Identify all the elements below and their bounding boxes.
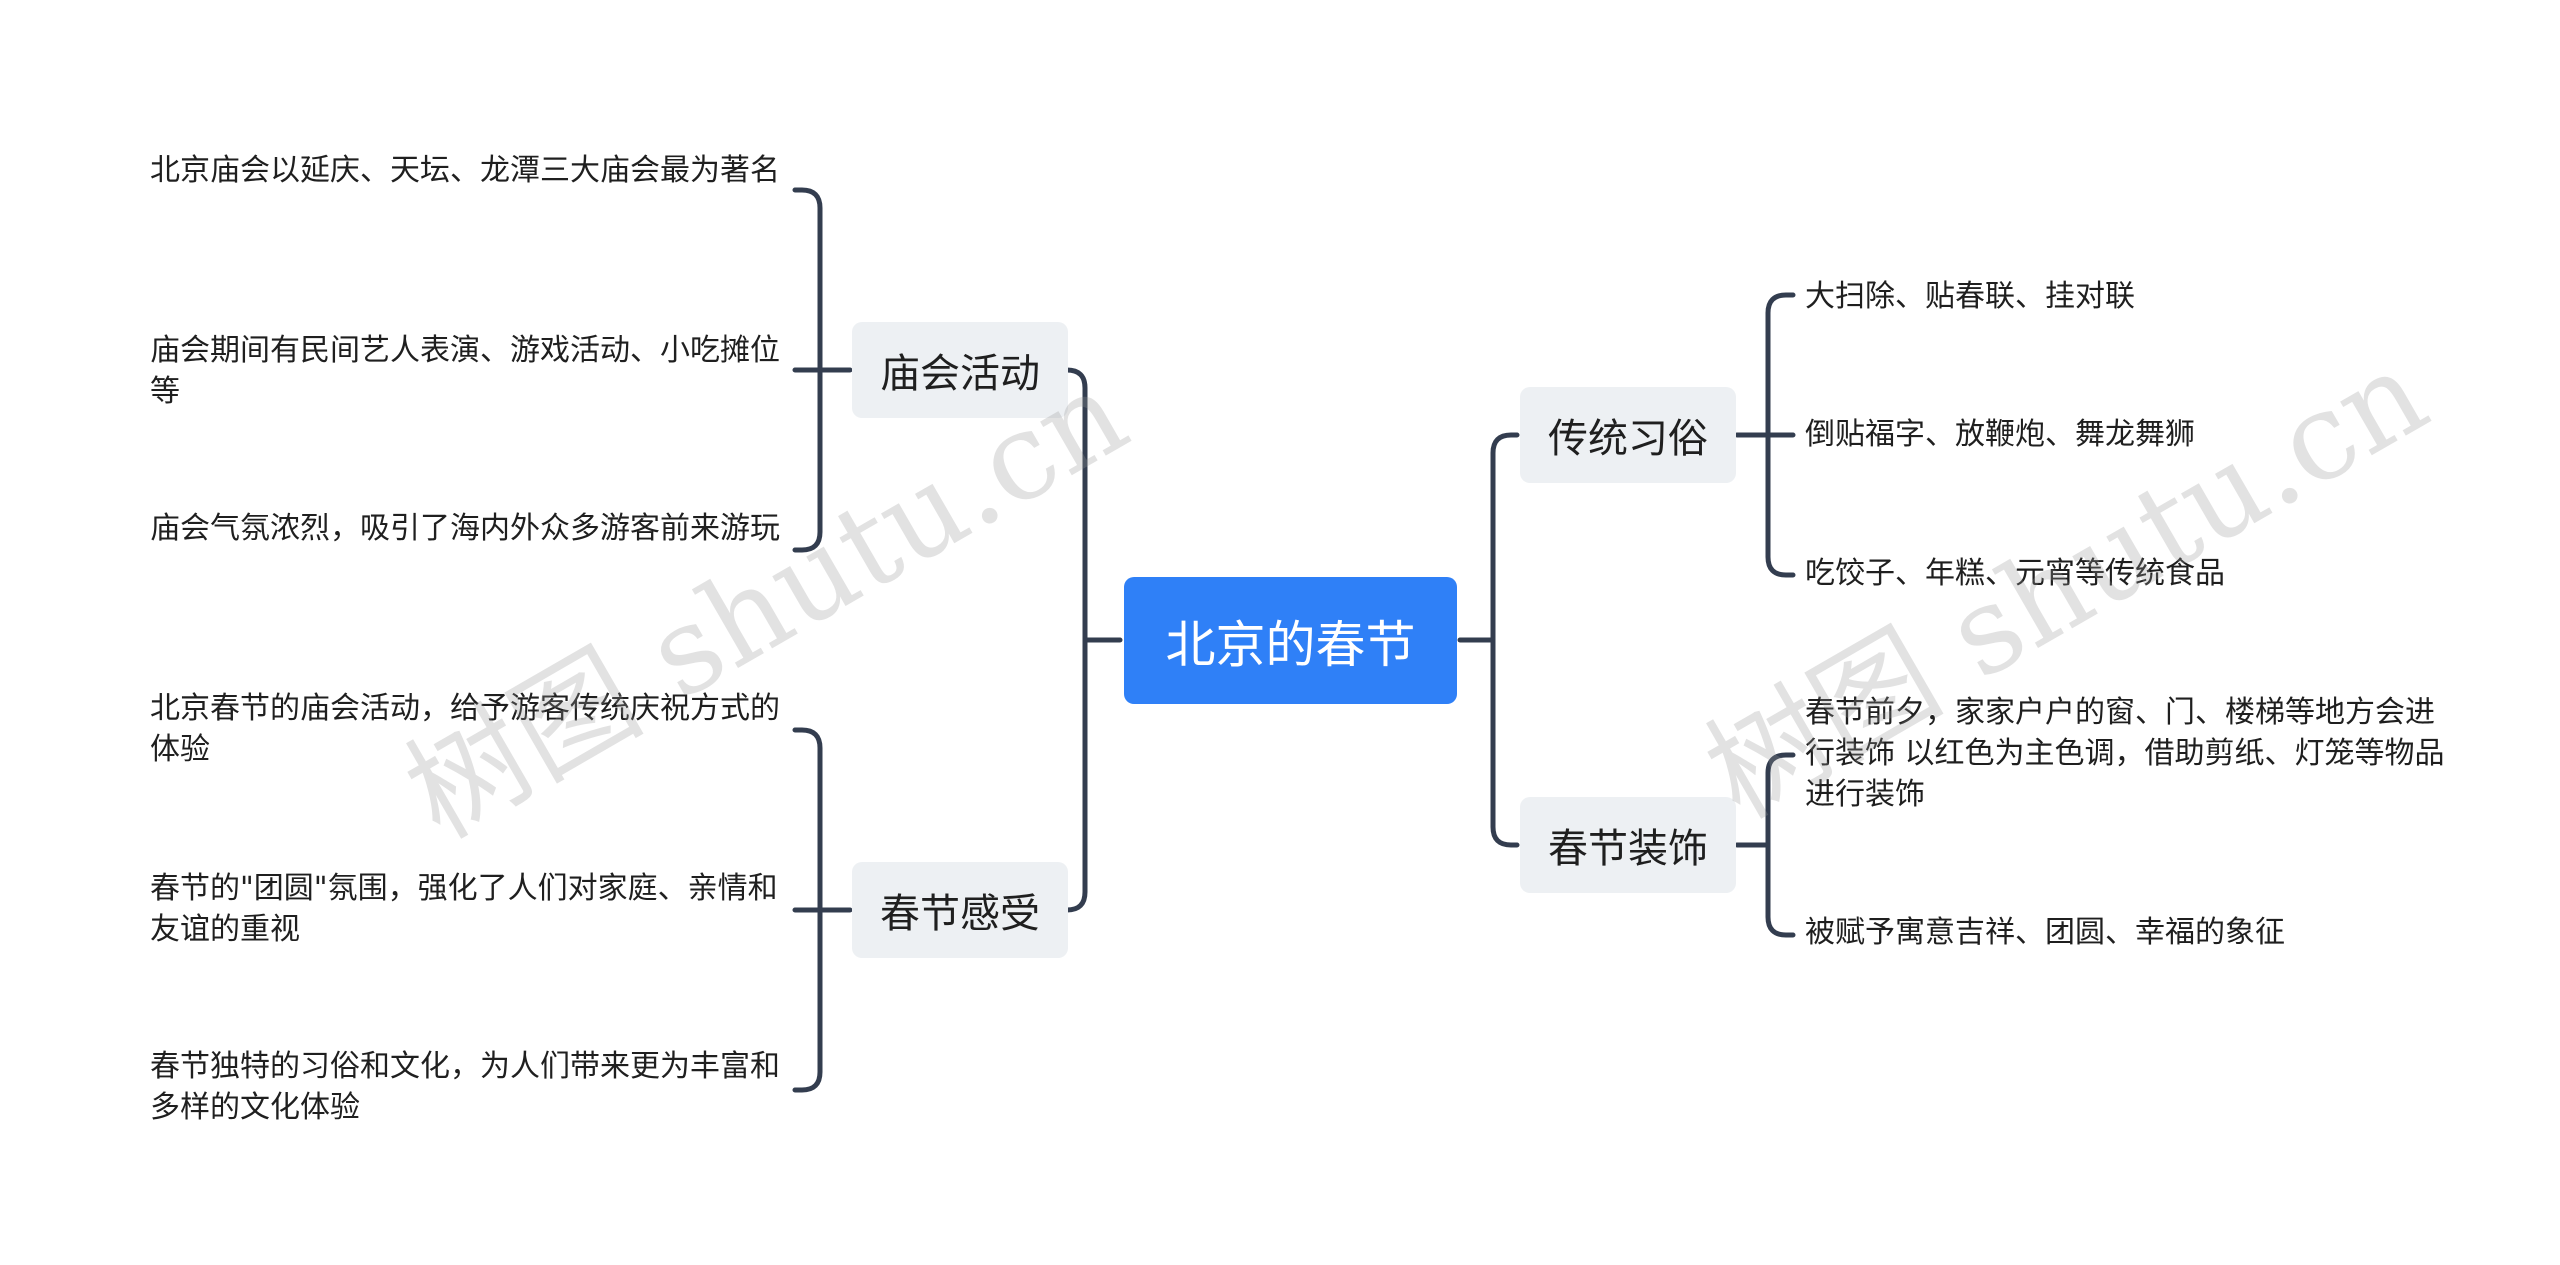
root-topic[interactable]: 北京的春节 [1124, 577, 1457, 704]
leaf-spring-feeling-3[interactable]: 春节独特的习俗和文化，为人们带来更为丰富和多样的文化体验 [150, 1049, 780, 1125]
leaf-customs-3[interactable]: 吃饺子、年糕、元宵等传统食品 [1805, 556, 2225, 591]
leaf-temple-fair-2[interactable]: 庙会期间有民间艺人表演、游戏活动、小吃摊位等 [150, 333, 780, 409]
branch-temple-fair[interactable]: 庙会活动 [852, 322, 1068, 418]
leaf-customs-2[interactable]: 倒贴福字、放鞭炮、舞龙舞狮 [1805, 417, 2195, 452]
connector-right-1-leaves [1765, 292, 1796, 578]
leaf-decoration-2[interactable]: 被赋予寓意吉祥、团圆、幸福的象征 [1805, 915, 2285, 950]
connector-right-2 [1490, 637, 1520, 848]
leaf-customs-1[interactable]: 大扫除、贴春联、挂对联 [1805, 279, 2135, 314]
leaf-decoration-1[interactable]: 春节前夕，家家户户的窗、门、楼梯等地方会进行装饰 以红色为主色调，借助剪纸、灯笼… [1805, 695, 2445, 812]
connector-right-2-leaves [1765, 752, 1796, 938]
leaf-temple-fair-1[interactable]: 北京庙会以延庆、天坛、龙潭三大庙会最为著名 [150, 153, 780, 188]
leaf-spring-feeling-1[interactable]: 北京春节的庙会活动，给予游客传统庆祝方式的体验 [150, 691, 780, 767]
connector-right-1 [1490, 432, 1520, 643]
branch-label: 庙会活动 [880, 351, 1040, 397]
branch-spring-decoration[interactable]: 春节装饰 [1520, 797, 1736, 893]
leaf-spring-feeling-2[interactable]: 春节的"团圆"氛围，强化了人们对家庭、亲情和友谊的重视 [150, 871, 778, 947]
branch-label: 传统习俗 [1548, 416, 1708, 462]
branch-label: 春节感受 [880, 891, 1040, 937]
connector-left-1-leaves [792, 187, 823, 553]
branch-spring-feeling[interactable]: 春节感受 [852, 862, 1068, 958]
connector-left-2-leaves [792, 727, 823, 1093]
branch-label: 春节装饰 [1548, 826, 1708, 872]
leaf-temple-fair-3[interactable]: 庙会气氛浓烈，吸引了海内外众多游客前来游玩 [150, 511, 780, 546]
branch-traditional-customs[interactable]: 传统习俗 [1520, 387, 1736, 483]
root-topic-label: 北京的春节 [1165, 615, 1416, 674]
